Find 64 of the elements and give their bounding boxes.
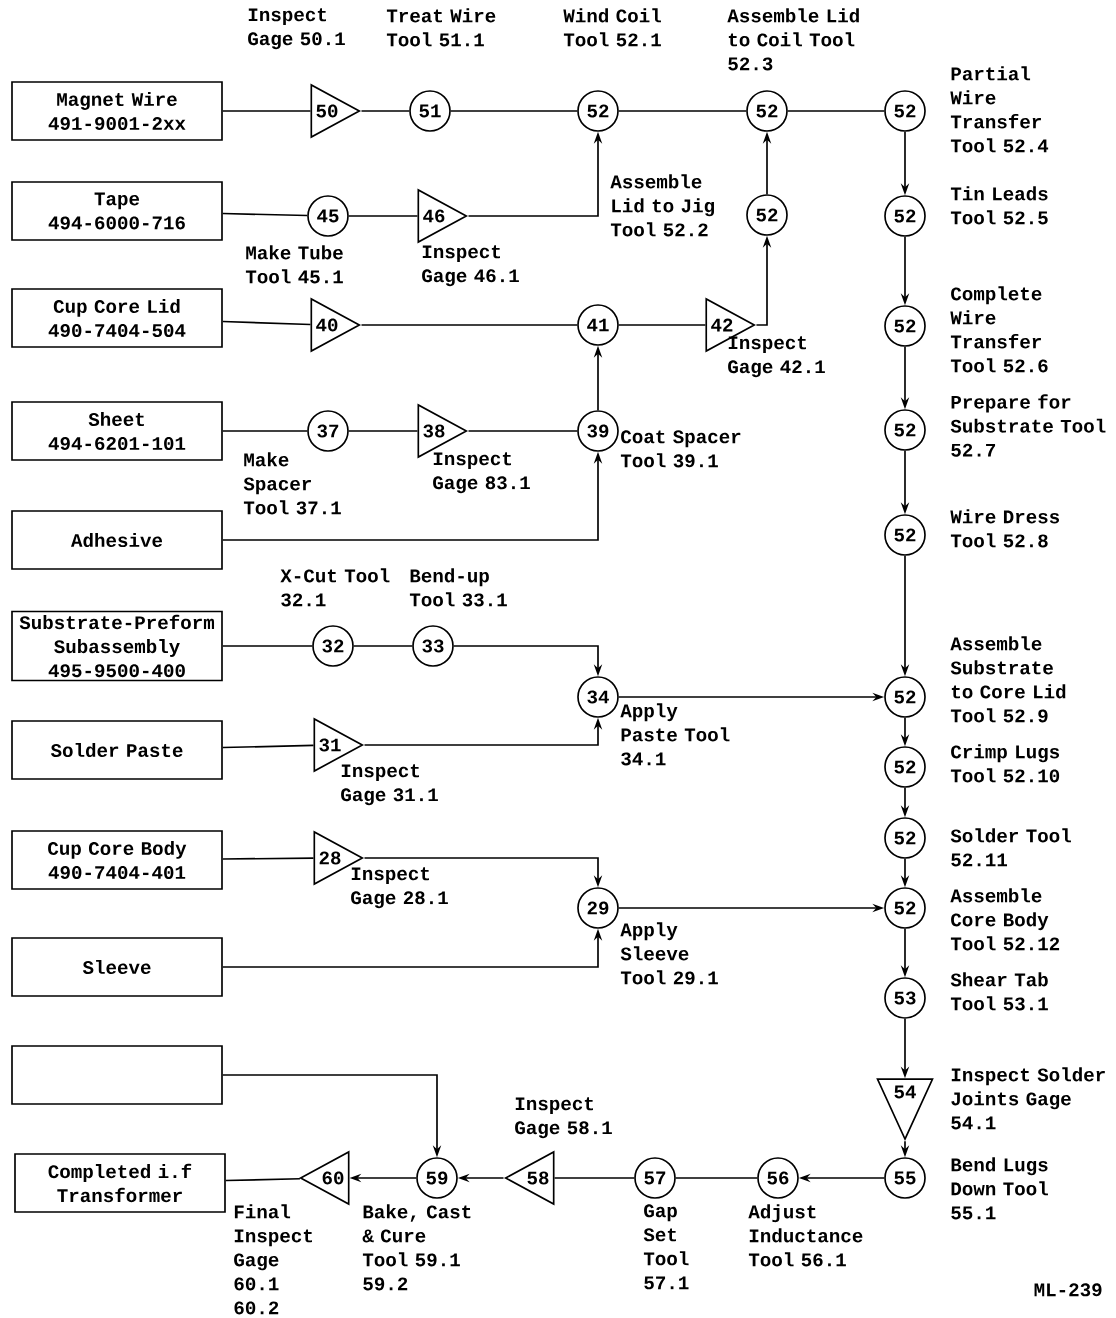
- connector-line: [553, 1177, 635, 1179]
- step-label: X-Cut Tool 32.1: [280, 568, 390, 607]
- connector-line: [222, 320, 312, 326]
- connector-line: [360, 110, 410, 112]
- step-label: Inspect Gage 46.1: [422, 245, 519, 287]
- connector-line: [675, 1177, 758, 1179]
- connector-line: [467, 430, 578, 432]
- step-label: Adjust Inductance Tool 56.1: [748, 1204, 863, 1267]
- connector-line: [222, 645, 313, 647]
- step-label: Coat Spacer Tool 39.1: [620, 430, 741, 468]
- step-label: Inspect Gage 42.1: [728, 336, 825, 378]
- step-label: Treat Wire Tool 51.1: [386, 8, 496, 47]
- material-box: Solder Paste: [11, 720, 223, 780]
- material-box: Adhesive: [11, 510, 223, 570]
- step-label: Bend Lugs Down Tool 55.1: [951, 1157, 1048, 1220]
- connector-line: [450, 110, 578, 112]
- step-label: Assemble Lid to Coil Tool 52.3: [727, 8, 859, 71]
- step-label: Shear Tab Tool 53.1: [950, 972, 1048, 1011]
- connector-line: [222, 212, 308, 217]
- step-label: Gap Set Tool 57.1: [643, 1204, 689, 1290]
- connector-line: [225, 1177, 301, 1182]
- connector-line: [787, 110, 885, 112]
- connector-line: [222, 857, 315, 860]
- step-label: Final Inspect Gage 60.1 60.2: [234, 1204, 312, 1315]
- step-label: Prepare for Substrate Tool 52.7: [950, 394, 1106, 457]
- step-label: Inspect Gage 28.1: [351, 867, 448, 909]
- step-label: Inspect Solder Joints Gage 54.1: [951, 1067, 1105, 1130]
- step-label: Bend-up Tool 33.1: [409, 568, 507, 607]
- material-box: Completed i.f Transformer: [14, 1153, 226, 1213]
- connector-line: [222, 430, 308, 432]
- step-label: Inspect Gage 50.1: [248, 8, 345, 50]
- connector-line: [618, 324, 707, 326]
- step-label: Complete Wire Transfer Tool 52.6: [950, 286, 1048, 373]
- step-label: Inspect Gage 58.1: [515, 1097, 612, 1139]
- material-box: Tape 494-6000-716: [11, 181, 223, 241]
- connector-line: [348, 430, 419, 432]
- connector-line: [348, 215, 419, 217]
- material-box: Magnet Wire 491-9001-2xx: [11, 81, 223, 141]
- step-label: Assemble Core Body Tool 52.12: [950, 888, 1060, 951]
- drawing-number: ML-239: [1034, 1283, 1102, 1297]
- material-box: Cup Core Lid 490-7404-504: [11, 288, 223, 348]
- connector-line: [222, 110, 312, 112]
- step-label: Partial Wire Transfer Tool 52.4: [950, 66, 1049, 153]
- material-box: [11, 1045, 223, 1105]
- connector-line: [618, 110, 747, 112]
- connector-line: [360, 324, 578, 326]
- step-label: Wire Dress Tool 52.8: [950, 509, 1060, 548]
- material-box: Substrate-Preform Subassembly 495-9500-400: [11, 610, 223, 682]
- step-label: Solder Tool 52.11: [950, 828, 1071, 867]
- step-label: Assemble Lid to Jig Tool 52.2: [610, 174, 714, 237]
- connector-line: [353, 645, 413, 647]
- step-label: Wind Coil Tool 52.1: [563, 8, 661, 47]
- material-box: Cup Core Body 490-7404-401: [11, 830, 223, 890]
- step-label: Make Spacer Tool 37.1: [243, 452, 341, 515]
- step-label: Crimp Lugs Tool 52.10: [950, 744, 1060, 783]
- connector-line: [222, 744, 315, 749]
- step-label: Make Tube Tool 45.1: [245, 245, 343, 284]
- step-label: Bake, Cast & Cure Tool 59.1 59.2: [362, 1204, 471, 1291]
- step-label: Apply Paste Tool 34.1: [620, 703, 730, 766]
- material-box: Sleeve: [11, 937, 223, 997]
- step-label: Tin Leads Tool 52.5: [950, 186, 1048, 225]
- material-box: Sheet 494-6201-101: [11, 401, 223, 461]
- step-label: Apply Sleeve Tool 29.1: [620, 922, 718, 985]
- step-label: Assemble Substrate to Core Lid Tool 52.9: [950, 636, 1066, 723]
